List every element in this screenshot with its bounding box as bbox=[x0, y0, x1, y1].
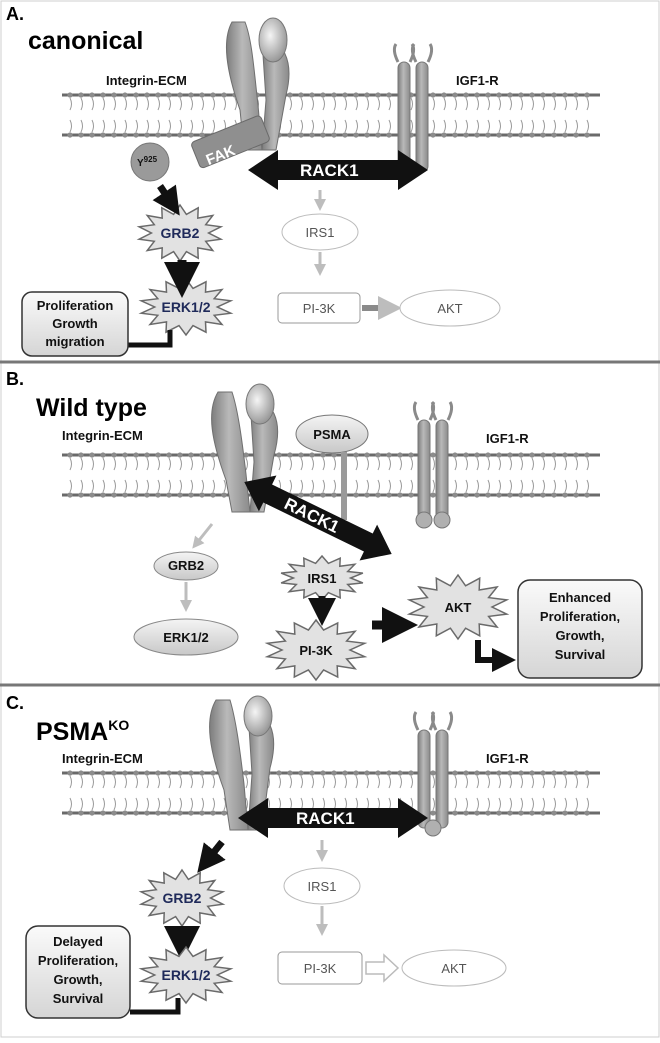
panel-c-outcome-box bbox=[25, 925, 131, 1019]
panel-a-fak: FAK bbox=[191, 115, 270, 169]
panel-c-title-main: PSMA bbox=[36, 718, 108, 746]
panel-c-title: PSMAKO bbox=[36, 717, 129, 746]
panel-c-grb2-label: GRB2 bbox=[163, 890, 202, 906]
panel-c-rack1-arrow: RACK1 bbox=[238, 798, 428, 838]
panel-a-irs1-label: IRS1 bbox=[306, 225, 335, 240]
panel-c-irs1-node bbox=[283, 867, 361, 905]
panel-c-pi3k-node bbox=[277, 951, 363, 985]
panel-a-igf1r-icon bbox=[392, 43, 434, 173]
panel-c-receptor-label: IGF1-R bbox=[486, 751, 529, 766]
panel-a-outcome-box bbox=[21, 291, 129, 357]
panel-b-integrin-to-grb2-arrow bbox=[192, 523, 214, 549]
panel-c: C. PSMAKO Integrin-ECM IGF1-R RACK1 GRB2… bbox=[6, 693, 600, 1019]
panel-b-integrin-icon bbox=[211, 383, 278, 513]
panel-b-pi3k-node bbox=[264, 618, 368, 682]
panel-c-title-superscript: KO bbox=[108, 717, 129, 733]
panel-a-y925-circle bbox=[130, 142, 170, 182]
panel-b-title: Wild type bbox=[36, 394, 147, 422]
panel-a-erk-node bbox=[138, 277, 234, 337]
panel-a-outcome-line-3: migration bbox=[45, 334, 104, 349]
panel-a-integrin-label: Integrin-ECM bbox=[106, 73, 187, 88]
panel-c-pi3k-to-akt-hollow-arrow bbox=[365, 953, 400, 983]
panel-a: A. canonical Integrin-ECM IGF1-R FAK Y92… bbox=[6, 4, 600, 357]
panel-b-akt-to-outcome-arrow bbox=[475, 640, 516, 672]
panel-c-outcome-line-3: Growth, bbox=[53, 972, 102, 987]
panel-a-erk-to-outcome-connector bbox=[118, 330, 173, 348]
panel-c-outcome-line-1: Delayed bbox=[53, 934, 103, 949]
panel-b-psma-label: PSMA bbox=[313, 427, 351, 442]
panel-b-outcome-line-1: Enhanced bbox=[549, 590, 611, 605]
panel-a-y925-to-grb2-arrow bbox=[152, 184, 180, 216]
panel-b-erk-node bbox=[133, 618, 239, 656]
panel-b-integrin-label: Integrin-ECM bbox=[62, 428, 143, 443]
panel-b-cell-membrane bbox=[62, 452, 600, 498]
panel-b-receptor-label: IGF1-R bbox=[486, 431, 529, 446]
panel-a-erk-label: ERK1/2 bbox=[161, 299, 210, 315]
panel-b-grb2-label: GRB2 bbox=[168, 558, 204, 573]
panel-c-erk-node bbox=[138, 945, 234, 1005]
panel-a-outcome-line-1: Proliferation bbox=[37, 298, 114, 313]
panel-c-irs1-label: IRS1 bbox=[308, 879, 337, 894]
panel-a-akt-node bbox=[399, 289, 501, 327]
panel-c-akt-node bbox=[401, 949, 507, 987]
panel-b-erk-label: ERK1/2 bbox=[163, 630, 209, 645]
panel-a-akt-label: AKT bbox=[437, 301, 462, 316]
panel-c-igf1r-icon bbox=[412, 711, 454, 837]
panel-a-letter: A. bbox=[6, 4, 24, 24]
panel-b-akt-node bbox=[406, 573, 510, 641]
panel-b-outcome-box bbox=[517, 579, 643, 679]
panel-a-outcome-line-2: Growth bbox=[52, 316, 98, 331]
panel-a-grb2-label: GRB2 bbox=[161, 225, 200, 241]
panel-c-pi3k-label: PI-3K bbox=[304, 961, 337, 976]
panel-c-integrin-label: Integrin-ECM bbox=[62, 751, 143, 766]
panel-a-cell-membrane bbox=[62, 92, 600, 138]
panel-c-outcome-line-4: Survival bbox=[53, 991, 104, 1006]
panel-c-integrin-to-grb2-arrow bbox=[197, 839, 226, 873]
panel-c-erk-label: ERK1/2 bbox=[161, 967, 210, 983]
panel-a-receptor-label: IGF1-R bbox=[456, 73, 499, 88]
panel-b-outcome-line-4: Survival bbox=[555, 647, 606, 662]
panel-a-y925-label: Y925 bbox=[137, 155, 158, 169]
panel-c-rack1-label: RACK1 bbox=[296, 809, 355, 828]
panel-b-akt-label: AKT bbox=[445, 600, 472, 615]
panel-b-irs1-label: IRS1 bbox=[308, 571, 337, 586]
panel-b-rack1-arrow: RACK1 bbox=[244, 475, 392, 561]
panel-b-letter: B. bbox=[6, 369, 24, 389]
panel-b-grb2-node bbox=[153, 551, 219, 581]
panel-b-psma: PSMA bbox=[295, 414, 369, 520]
panel-b-rack1-label: RACK1 bbox=[281, 494, 342, 537]
panel-b-outcome-line-2: Proliferation, bbox=[540, 609, 620, 624]
panel-c-erk-to-outcome-connector bbox=[130, 998, 181, 1015]
panel-a-irs1-node bbox=[281, 213, 359, 251]
panel-c-outcome-line-2: Proliferation, bbox=[38, 953, 118, 968]
panel-b-pi3k-label: PI-3K bbox=[299, 643, 333, 658]
panel-a-rack1-label: RACK1 bbox=[300, 161, 359, 180]
panel-b-outcome-line-3: Growth, bbox=[555, 628, 604, 643]
panel-a-title: canonical bbox=[28, 27, 143, 55]
panel-a-pi3k-node bbox=[277, 292, 361, 324]
panel-c-letter: C. bbox=[6, 693, 24, 713]
panel-b-igf1r-icon bbox=[412, 401, 454, 529]
panel-a-rack1-arrow: RACK1 bbox=[248, 150, 428, 190]
panel-b: B. Wild type Integrin-ECM IGF1-R PSMA RA… bbox=[6, 369, 643, 682]
panel-a-pi3k-label: PI-3K bbox=[303, 301, 336, 316]
panel-c-akt-label: AKT bbox=[441, 961, 466, 976]
